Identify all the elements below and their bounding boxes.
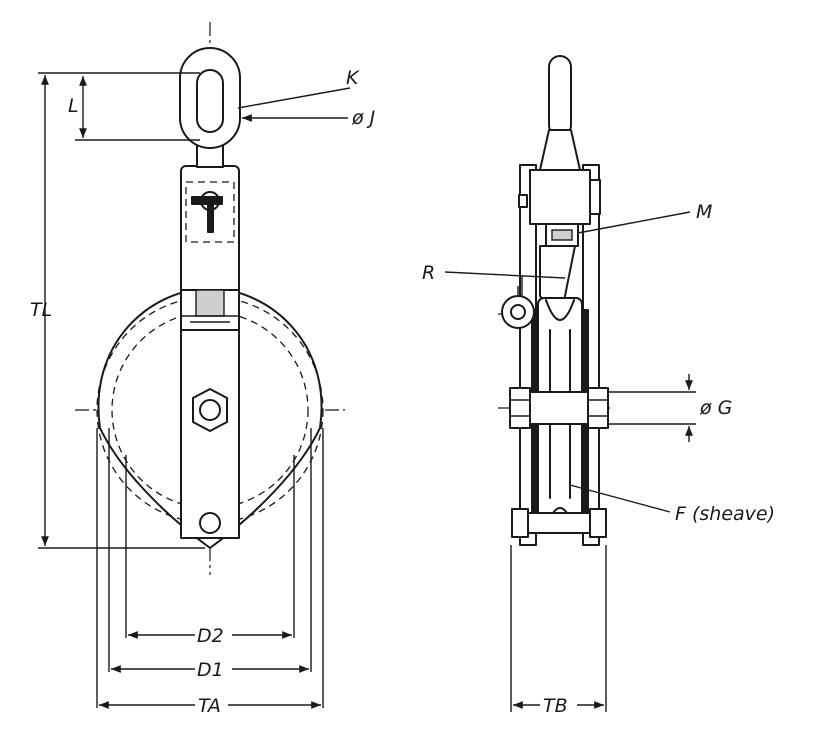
- label-m: M: [696, 201, 712, 223]
- label-r: R: [422, 262, 435, 284]
- label-g: ø G: [699, 397, 732, 419]
- label-l: L: [68, 95, 79, 117]
- label-ta: TA: [198, 695, 221, 717]
- label-d2: D2: [197, 625, 224, 647]
- label-f: F (sheave): [675, 503, 775, 525]
- label-tb: TB: [543, 695, 568, 717]
- side-view: M R ø G F (sheave) TB: [422, 55, 775, 717]
- r-bolt: [501, 286, 535, 329]
- label-tl: TL: [30, 299, 52, 321]
- front-view: TL L K ø J D2 D1 TA: [30, 22, 376, 717]
- cotter-pin: [191, 191, 223, 233]
- bottom-hole: [199, 512, 221, 534]
- label-k: K: [346, 67, 360, 89]
- clevis-strap: [180, 165, 240, 331]
- eye-hook: [179, 47, 241, 149]
- label-j: ø J: [351, 107, 376, 129]
- axle-nut: [192, 388, 228, 432]
- label-d1: D1: [197, 659, 224, 681]
